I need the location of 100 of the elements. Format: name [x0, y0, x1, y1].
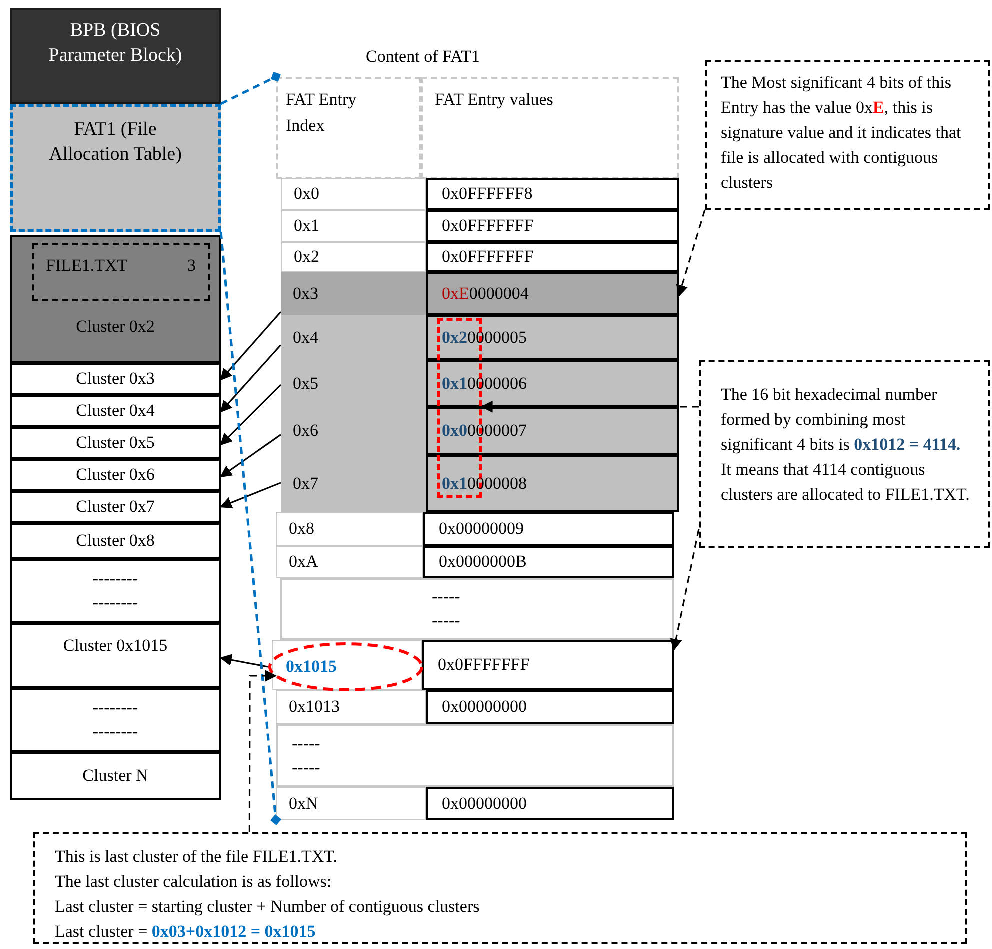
arrow — [220, 311, 282, 381]
table-cell — [426, 178, 679, 210]
entry-index: 0x0 — [294, 183, 320, 206]
cluster-block — [10, 752, 221, 800]
block-label: Cluster 0x8 — [76, 530, 155, 552]
entry-value: 0x00000000 — [442, 792, 527, 815]
entry-value: 0x0FFFFFF8 — [442, 183, 533, 206]
table-cell — [281, 315, 426, 360]
table-cell — [426, 787, 674, 820]
entry-index: 0x2 — [294, 246, 320, 268]
entry-index: 0x1 — [294, 215, 320, 238]
table-cell — [426, 315, 679, 360]
table-cell — [426, 360, 679, 407]
table-cell — [281, 455, 426, 512]
directory-entry-box — [32, 243, 210, 301]
entry-value: 0x10000008 — [442, 472, 527, 495]
table-cell — [426, 690, 674, 724]
callout-box — [699, 360, 990, 548]
block-label: Cluster 0x3 — [76, 368, 155, 390]
block-label: Cluster 0x6 — [76, 464, 155, 486]
block-label: Cluster 0x4 — [76, 400, 155, 422]
block-label: Cluster 0x5 — [76, 432, 155, 454]
arrow — [220, 482, 282, 509]
table-cell — [423, 546, 674, 578]
cluster-block — [10, 459, 221, 491]
entry-index: 0x1013 — [289, 696, 340, 718]
table-cell — [281, 272, 426, 315]
table-cell — [426, 455, 679, 512]
entry-value: 0x0FFFFFFF — [442, 246, 534, 268]
ellipsis-text: -------- -------- — [92, 568, 140, 614]
arrow — [220, 384, 282, 446]
cluster-block — [10, 559, 221, 623]
entry-value: 0x10000006 — [442, 372, 527, 395]
entry-value: 0x00000009 — [439, 518, 524, 540]
arrow — [676, 210, 706, 298]
table-cell — [426, 407, 679, 455]
zoom-connector — [220, 232, 282, 826]
zoom-connector — [220, 72, 281, 106]
cluster-block — [10, 523, 221, 559]
fat-block — [10, 104, 221, 232]
entry-value: 0x00000007 — [442, 420, 527, 442]
table-cell — [276, 787, 426, 820]
arrow — [220, 434, 282, 478]
cluster-block — [10, 491, 221, 523]
table-cell — [280, 578, 674, 640]
entry-index: 0x4 — [293, 326, 318, 349]
entry-value: 0x0000000B — [439, 551, 527, 574]
table-cell — [423, 512, 674, 546]
table-title: Content of FAT1 — [365, 46, 481, 68]
entry-index: 0x6 — [293, 420, 318, 442]
table-cell — [426, 272, 679, 315]
block-label: FAT1 (File Allocation Table) — [48, 118, 183, 167]
entry-value: 0x00000000 — [442, 696, 527, 718]
table-cell — [276, 546, 423, 578]
cluster-block — [10, 623, 221, 688]
header-text: FAT Entry Index — [286, 89, 358, 137]
block-label: Cluster 0x1015 — [63, 635, 168, 657]
entry-index: 0x3 — [293, 282, 318, 305]
cluster-block — [10, 363, 221, 395]
arrow — [480, 400, 699, 413]
header-text: FAT Entry values — [435, 89, 554, 111]
entry-index: 0x1015 — [286, 656, 337, 678]
table-cell — [276, 512, 423, 546]
entry-index: 0xN — [289, 792, 318, 815]
entry-index: 0x7 — [293, 472, 318, 495]
entry-value: 0x20000005 — [442, 326, 527, 349]
block-label: Cluster N — [82, 765, 148, 788]
callout-text: This is last cluster of the file FILE1.TXT. — [55, 846, 338, 868]
arrow — [248, 670, 277, 832]
callout-text: The 16 bit hexadecimal number formed by combining most significant 4 bits is 0x1012 = 4114. It means that 4114 contiguous clusters are allocated to FILE1.TXT. — [721, 384, 970, 506]
callout-box — [705, 60, 990, 210]
cluster-block — [10, 427, 221, 459]
entry-value: 0x0FFFFFFF — [438, 654, 530, 676]
table-cell — [276, 724, 674, 787]
arrow — [670, 529, 700, 652]
table-cell — [281, 210, 426, 242]
callout-text: Last cluster = starting cluster + Number of contiguous clusters — [55, 896, 480, 918]
table-cell — [276, 690, 426, 724]
callout-box — [33, 832, 967, 944]
callout-text: The last cluster calculation is as follows: — [55, 871, 332, 893]
block-label: Cluster 0x2 — [76, 316, 155, 338]
block-label: BPB (BIOS Parameter Block) — [48, 19, 184, 68]
cluster-block — [10, 688, 221, 752]
entry-value: 0x0FFFFFFF — [442, 215, 534, 238]
entry-value: 0xE0000004 — [442, 282, 529, 305]
table-cell — [426, 242, 679, 272]
table-cell — [281, 178, 426, 210]
bpb-block — [10, 8, 221, 104]
entry-index: 0xA — [289, 551, 318, 574]
table-cell — [422, 640, 674, 690]
entry-text: FILE1.TXT — [46, 255, 128, 277]
entry-index: 0x5 — [293, 372, 318, 395]
arrow — [220, 654, 268, 668]
arrow — [220, 344, 282, 413]
callout-text: Last cluster = 0x03+0x1012 = 0x1015 — [55, 921, 316, 943]
cluster-block — [10, 395, 221, 427]
callout-text: The Most significant 4 bits of this Entry has the value 0xE, this is signature value and it indicates that file is allocated with contiguous clusters — [721, 72, 962, 194]
block-label: Cluster 0x7 — [76, 496, 155, 518]
entry-index: 0x8 — [289, 518, 314, 540]
ellipsis-text: ----- ----- — [292, 732, 322, 778]
